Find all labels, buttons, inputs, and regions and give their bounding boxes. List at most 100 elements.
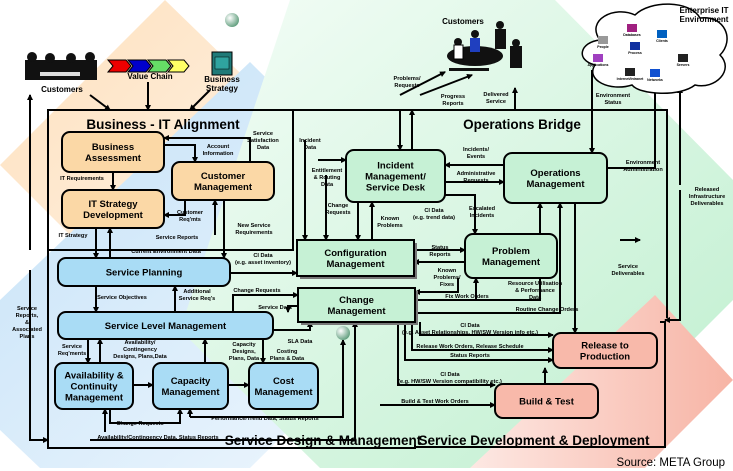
flow-arrow [163,200,186,218]
build-test-title: Build & Test [519,397,575,408]
flow-label-current-environment-data: Current Environment Data [131,249,202,255]
customers-left-label: Customers [41,85,83,94]
flow-label-routine-change-orders: Routine Change Orders [516,307,579,313]
build-test-box[interactable]: Build & Test [494,383,599,419]
decorative-sphere-icon [336,326,350,340]
flow-arrow [415,202,563,314]
cloud-item-label: Databases [623,33,641,37]
decorative-sphere-icon [225,13,239,27]
cloud-item-icon [657,30,667,38]
cloud-item-label: Internet/Intranet [617,77,644,81]
customers-top-label: Customers [442,17,484,26]
flow-arrow [29,270,49,443]
flow-label-availability-status: Availability/Contingency Data, Status Re… [97,435,218,441]
flow-label-incidents-events: Incidents/Events [463,147,490,160]
cloud-item-icon [627,24,637,32]
cloud-item-label: Networks [647,78,663,82]
cloud-item-icon [598,36,608,44]
cloud-item-label: Process [628,51,642,55]
operations-bridge-frame [290,109,668,318]
cloud-item-label: Servers [677,63,690,67]
flow-label-it-strategy: IT Strategy [59,233,89,239]
flow-label-service-reports: Service Reports [156,235,199,241]
service-deployment-title: Service Development & Deployment [418,433,650,448]
cloud-item-label: Applications [587,63,608,67]
flow-arrow [419,73,473,96]
flow-arrow [164,144,198,163]
flow-arrow [445,194,478,235]
source-credit: Source: META Group [617,457,725,469]
customers-left-icon [25,52,97,80]
flow-arrow [397,322,496,388]
flow-label-ci-data-asset-rel: CI Data(e.g. Asset Relationships, HW/SW … [402,323,538,336]
customers-meeting-icon [447,21,522,71]
flow-arrow [664,190,681,323]
flow-arrow [232,292,299,312]
operations-bridge-title: Operations Bridge [463,117,581,132]
business-it-frame [47,109,294,251]
cloud-item-icon [593,54,603,62]
flow-label-it-requirements: IT Requirements [60,176,104,182]
service-planning-box[interactable]: Service Planning [57,257,231,287]
flow-label-change-requests-bottom: Change Requests [116,421,163,427]
business-strategy-icon [211,51,233,76]
cloud-item-icon [625,68,635,76]
flow-arrow [419,322,554,338]
flow-arrow [163,135,251,162]
flow-arrow [189,89,211,111]
service-deployment-frame [415,321,666,448]
flow-arrow [109,408,183,424]
cloud-item-label: People [597,45,609,49]
cloud-item-label: Clients [656,39,668,43]
value-chain-icon [106,59,190,73]
flow-arrow [414,278,459,295]
flow-arrow [411,322,554,353]
flow-arrow [285,305,298,313]
service-planning-title: Service Planning [106,268,183,279]
service-level-box[interactable]: Service Level Management [57,311,274,340]
flow-label-fix-work-orders: Fix Work Orders [445,294,488,300]
flow-label-problems-requests: Problems/Requests [393,76,420,89]
flow-arrow [190,339,346,418]
